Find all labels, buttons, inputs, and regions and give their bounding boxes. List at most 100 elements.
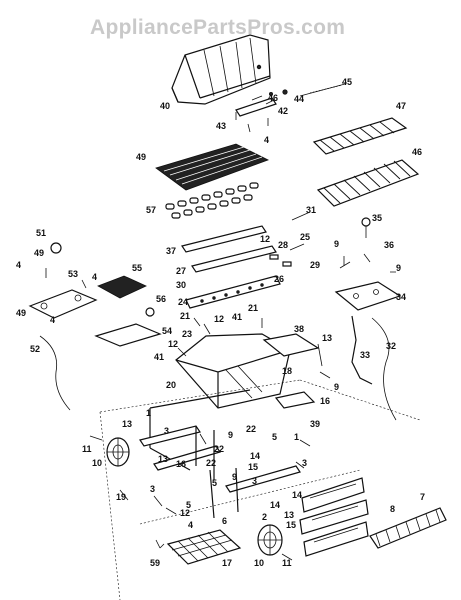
callout-12-bottom: 12 xyxy=(180,508,190,518)
callout-40: 40 xyxy=(160,101,170,111)
callout-16: 16 xyxy=(320,396,330,406)
callout-32: 32 xyxy=(386,341,396,351)
hardware-35-36-9 xyxy=(339,217,396,273)
callout-22c: 22 xyxy=(206,458,216,468)
callout-2: 2 xyxy=(262,512,267,522)
callout-51: 51 xyxy=(36,228,46,238)
callout-13c: 13 xyxy=(284,510,294,520)
callout-21: 21 xyxy=(180,311,190,321)
cart-frame xyxy=(99,379,421,600)
callout-8: 8 xyxy=(390,504,395,514)
callout-57: 57 xyxy=(146,205,156,215)
callout-12-top: 12 xyxy=(260,234,270,244)
callout-12-left: 12 xyxy=(168,339,178,349)
callout-4-bottom: 4 xyxy=(188,520,193,530)
callout-15b: 15 xyxy=(286,520,296,530)
callout-5b: 5 xyxy=(212,478,217,488)
callout-6: 6 xyxy=(222,516,227,526)
callout-10-left: 10 xyxy=(92,458,102,468)
callout-9-mid: 9 xyxy=(334,382,339,392)
callout-47: 46 xyxy=(412,147,422,157)
callout-1-left: 1 xyxy=(146,408,151,418)
callout-21b: 21 xyxy=(248,303,258,313)
callout-35: 35 xyxy=(372,213,382,223)
callout-13b: 13 xyxy=(158,454,168,464)
callout-22b: 22 xyxy=(214,444,224,454)
callout-3c: 3 xyxy=(252,476,257,486)
callout-25: 25 xyxy=(300,232,310,242)
callout-24: 24 xyxy=(178,297,188,307)
callout-37: 37 xyxy=(166,246,176,256)
callout-49: 49 xyxy=(16,308,26,318)
callout-13-right: 13 xyxy=(322,333,332,343)
briquettes-57 xyxy=(165,182,259,219)
callout-39: 39 xyxy=(310,419,320,429)
wheel-right xyxy=(257,524,283,556)
callout-56: 56 xyxy=(156,294,166,304)
callout-9-c: 9 xyxy=(228,430,233,440)
callout-43: 43 xyxy=(216,121,226,131)
callout-42: 42 xyxy=(278,106,288,116)
callout-14a: 14 xyxy=(250,451,260,461)
cooking-rack-47 xyxy=(316,159,420,207)
callout-17: 17 xyxy=(222,558,232,568)
callout-16b: 16 xyxy=(176,459,186,469)
callout-11-left: 11 xyxy=(82,444,92,454)
callout-11-right: 11 xyxy=(282,558,292,568)
callout-36: 36 xyxy=(384,240,394,250)
callout-33: 33 xyxy=(360,350,370,360)
callout-41-left: 41 xyxy=(154,352,164,362)
callout-15a: 15 xyxy=(248,462,258,472)
grill-lid xyxy=(171,34,271,105)
callout-41-top: 41 xyxy=(232,312,242,322)
wheel-left xyxy=(106,437,130,467)
callout-10-right: 10 xyxy=(254,558,264,568)
heat-tents-and-burner xyxy=(181,211,311,309)
callout-59: 59 xyxy=(150,558,160,568)
callout-31: 31 xyxy=(306,205,316,215)
callout-53: 53 xyxy=(68,269,78,279)
callout-4-left: 4 xyxy=(16,260,21,270)
callout-4-lid: 4 xyxy=(264,135,269,145)
callout-14c: 14 xyxy=(270,500,280,510)
callout-20: 20 xyxy=(166,380,176,390)
callout-3b: 3 xyxy=(302,458,307,468)
callout-9-d: 9 xyxy=(232,472,237,482)
callout-46: 46 xyxy=(268,93,278,103)
callout-26: 26 xyxy=(274,274,284,284)
callout-9-right: 9 xyxy=(396,263,401,273)
callout-1-right: 1 xyxy=(294,432,299,442)
callout-28: 28 xyxy=(278,240,288,250)
callout-29: 29 xyxy=(310,260,320,270)
callout-18: 18 xyxy=(282,366,292,376)
callout-55: 55 xyxy=(132,263,142,273)
callout-4-lower: 4 xyxy=(50,315,55,325)
callout-22a: 22 xyxy=(246,424,256,434)
callout-13-left: 13 xyxy=(122,419,132,429)
callout-labels: 40 45 44 46 42 43 4 47 46 49 57 31 35 51… xyxy=(16,77,425,568)
callout-45: 45 xyxy=(342,77,352,87)
bottom-shelf-grid xyxy=(166,529,242,565)
igniter-wire-left xyxy=(39,335,71,411)
lid-handle-hardware xyxy=(235,83,346,133)
callout-9-upper: 9 xyxy=(334,239,339,249)
callout-5a: 5 xyxy=(272,432,277,442)
storage-basket xyxy=(369,507,447,549)
callout-34: 34 xyxy=(396,292,406,302)
warming-rack-48 xyxy=(312,117,408,155)
callout-19: 19 xyxy=(116,492,126,502)
watermark-text: AppliancePartsPros.com xyxy=(90,16,345,39)
callout-5c: 5 xyxy=(186,500,191,510)
callout-44: 44 xyxy=(294,94,304,104)
callout-50b: 49 xyxy=(34,248,44,258)
callout-14b: 14 xyxy=(292,490,302,500)
callout-38: 38 xyxy=(294,324,304,334)
firebox xyxy=(175,333,331,409)
callout-3a: 3 xyxy=(164,426,169,436)
left-side-shelf xyxy=(28,242,162,347)
callout-23: 23 xyxy=(182,329,192,339)
callout-54: 54 xyxy=(162,326,172,336)
callout-30: 30 xyxy=(176,280,186,290)
cooking-grid-50 xyxy=(155,143,270,191)
